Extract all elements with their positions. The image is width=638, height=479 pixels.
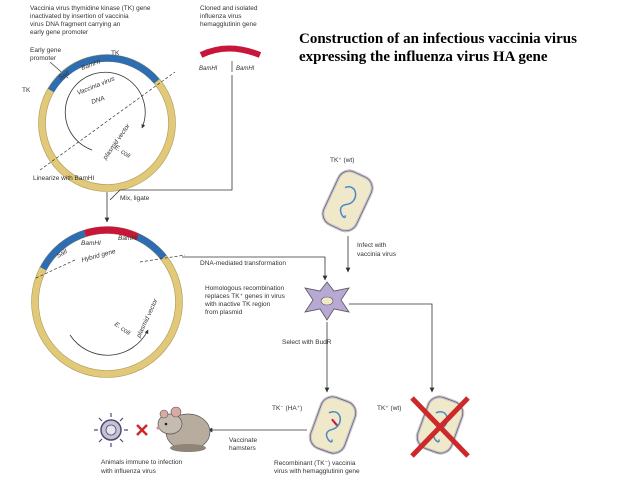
infect-line-1: Infect with <box>357 242 387 249</box>
slide-title-line-2: expressing the influenza virus HA gene <box>299 49 548 65</box>
tk-caption-line-1: Vaccinia virus thymidine kinase (TK) gen… <box>30 5 151 12</box>
block-x-icon <box>136 424 148 436</box>
animals-immune-label: Animals immune to infection with influen… <box>100 459 183 475</box>
linearize-label: Linearize with BamHI <box>33 175 95 182</box>
animals-line-1: Animals immune to infection <box>101 459 183 466</box>
hybrid-ecoli-label: E. coli <box>113 321 132 337</box>
hamster-icon <box>156 406 211 452</box>
tk-caption-line-2: inactivated by insertion of vaccinia <box>30 13 129 20</box>
hybrid-plasmid <box>31 226 186 378</box>
tk-minus-ha-label: TK⁻ (HA⁺) <box>272 405 302 412</box>
mix-ligate-label: Mix, ligate <box>120 195 150 202</box>
tk-caption-line-3: virus DNA fragment carrying an <box>30 21 121 28</box>
tk-gene-caption: Vaccinia virus thymidine kinase (TK) gen… <box>30 5 151 36</box>
hybrid-plasmid-vector-label: plasmid vector <box>135 297 160 340</box>
tk-left-label: TK <box>22 87 31 94</box>
recombinant-line-2: virus with hemagglutinin gene <box>274 468 360 475</box>
top-tk-segment <box>47 54 160 93</box>
vaccinate-line-1: Vaccinate <box>229 437 257 444</box>
ha-bamhi-left-label: BamHI <box>199 66 218 72</box>
slide-title: Construction of an infectious vaccinia v… <box>299 30 629 66</box>
animals-line-2: with influenza virus <box>100 468 157 475</box>
early-gene-line-1: Early gene <box>30 47 61 54</box>
tk-top-label: TK <box>111 50 120 57</box>
top-plasmid-inner-arrow <box>64 71 146 151</box>
hybrid-inner-arrow <box>69 329 149 356</box>
hybrid-tk-right-segment <box>135 233 167 260</box>
select-budr-label: Select with BudR <box>282 339 332 346</box>
homologous-line-3: with inactive TK region <box>204 301 271 308</box>
vaccinate-line-2: hamsters <box>229 445 256 452</box>
ha-gene-caption: Cloned and isolated influenza virus hema… <box>200 5 258 28</box>
vaccinia-dna-label-2: DNA <box>90 95 105 106</box>
infect-line-2: vaccinia virus <box>357 251 397 258</box>
infect-label: Infect with vaccinia virus <box>357 242 397 258</box>
transformation-label: DNA-mediated transformation <box>200 260 286 267</box>
ha-caption-line-2: influenza virus <box>200 13 242 20</box>
ha-caption-line-1: Cloned and isolated <box>200 5 258 12</box>
hybrid-gene-label: Hybrid gene <box>81 248 117 264</box>
hybrid-ha-segment <box>83 226 139 241</box>
top-sali-label: SalI <box>58 70 71 82</box>
top-plasmid-dashed-boundary <box>39 71 176 171</box>
slide-title-line-1: Construction of an infectious vaccinia v… <box>299 31 577 47</box>
early-gene-promoter-label: Early gene promoter <box>30 47 61 62</box>
recombinant-label: Recombinant (TK⁻) vaccinia virus with he… <box>274 460 360 475</box>
early-gene-line-2: promoter <box>30 55 57 62</box>
wt-arrow <box>349 303 435 393</box>
hybrid-dashed-left <box>35 259 76 279</box>
hybrid-dashed-right <box>139 254 186 263</box>
ha-bamhi-right-label: BamHI <box>236 66 255 72</box>
transformation-arrow <box>182 256 328 281</box>
recombinant-line-1: Recombinant (TK⁻) vaccinia <box>274 460 356 467</box>
homologous-line-1: Homologous recombination <box>205 285 285 292</box>
red-cross-icon <box>410 396 470 458</box>
hybrid-bamhi-left-label: BamHI <box>81 240 101 247</box>
tk-caption-line-4: early gene promoter <box>30 29 89 36</box>
homologous-line-2: replaces TK⁺ genes in virus <box>205 293 286 300</box>
vaccinia-virus-icon <box>321 169 374 233</box>
hybrid-bamhi-right-label: BamHI <box>118 235 138 242</box>
vaccinate-label: Vaccinate hamsters <box>229 437 257 452</box>
vaccinia-dna-label-1: Vaccinia virus <box>76 75 116 97</box>
influenza-virus-icon <box>94 413 128 447</box>
ha-gene-fragment <box>199 45 262 58</box>
top-plasmid <box>38 54 176 192</box>
tk-wt-bottom-label: TK⁺ (wt) <box>377 405 401 412</box>
mix-path <box>109 75 233 201</box>
hybrid-sali-label: SalI <box>56 248 69 260</box>
top-plasmid-outer-edge <box>38 54 176 192</box>
homologous-label: Homologous recombination replaces TK⁺ ge… <box>204 285 286 316</box>
tk-wt-top-label: TK⁺ (wt) <box>330 157 354 164</box>
recombinant-virus-icon <box>308 395 358 455</box>
cell-nucleus <box>320 296 334 306</box>
ha-caption-line-3: hemagglutinin gene <box>200 21 257 28</box>
hybrid-tk-left-segment <box>40 230 87 271</box>
hybrid-plasmid-inner-edge <box>38 233 176 371</box>
homologous-line-4: from plasmid <box>205 309 243 316</box>
